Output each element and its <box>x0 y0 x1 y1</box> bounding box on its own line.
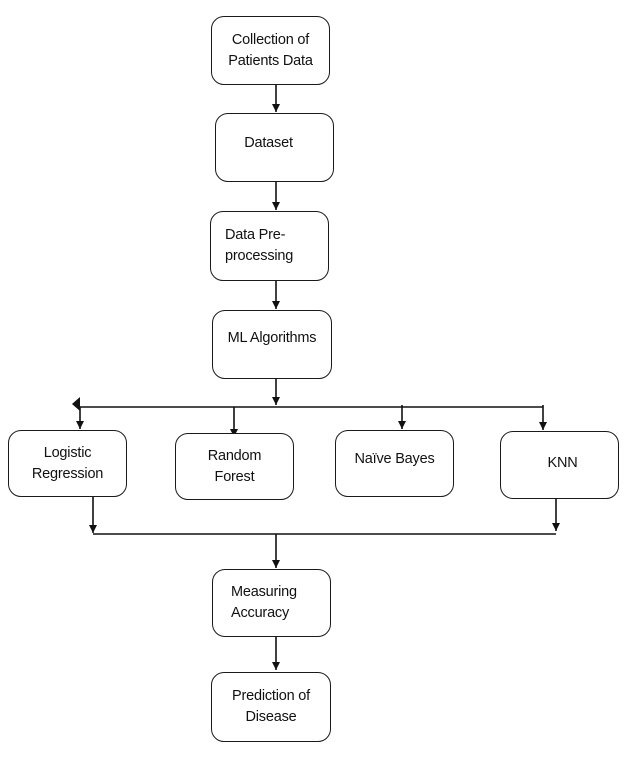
measuring-accuracy-label: Measuring Accuracy <box>231 584 297 621</box>
data-preprocessing-box: Data Pre- processing <box>210 211 329 281</box>
logistic-regression-label: Logistic Regression <box>31 444 104 482</box>
random-forest-label: Random Forest <box>207 447 262 485</box>
ml-algorithms-box: ML Algorithms <box>212 310 332 379</box>
dataset-box: Dataset <box>215 113 334 182</box>
ml-algorithms-label: ML Algorithms <box>227 330 317 346</box>
knn-box: KNN <box>500 431 619 499</box>
naive-bayes-box: Naïve Bayes <box>335 430 454 497</box>
prediction-label: Prediction of Disease <box>232 688 310 725</box>
logistic-regression-box: Logistic Regression <box>8 430 127 497</box>
collection-label: Collection of Patients Data <box>228 31 313 69</box>
knn-label: KNN <box>547 454 578 471</box>
prediction-of-disease-box: Prediction of Disease <box>211 672 331 742</box>
dataset-label: Dataset <box>244 135 293 151</box>
branch-left-arrowhead <box>72 397 80 411</box>
preprocessing-label: Data Pre- processing <box>225 227 294 264</box>
naive-bayes-label: Naïve Bayes <box>354 451 435 467</box>
collection-of-patients-data-box: Collection of Patients Data <box>211 16 330 85</box>
random-forest-box: Random Forest <box>175 433 294 500</box>
measuring-accuracy-box: Measuring Accuracy <box>212 569 331 637</box>
